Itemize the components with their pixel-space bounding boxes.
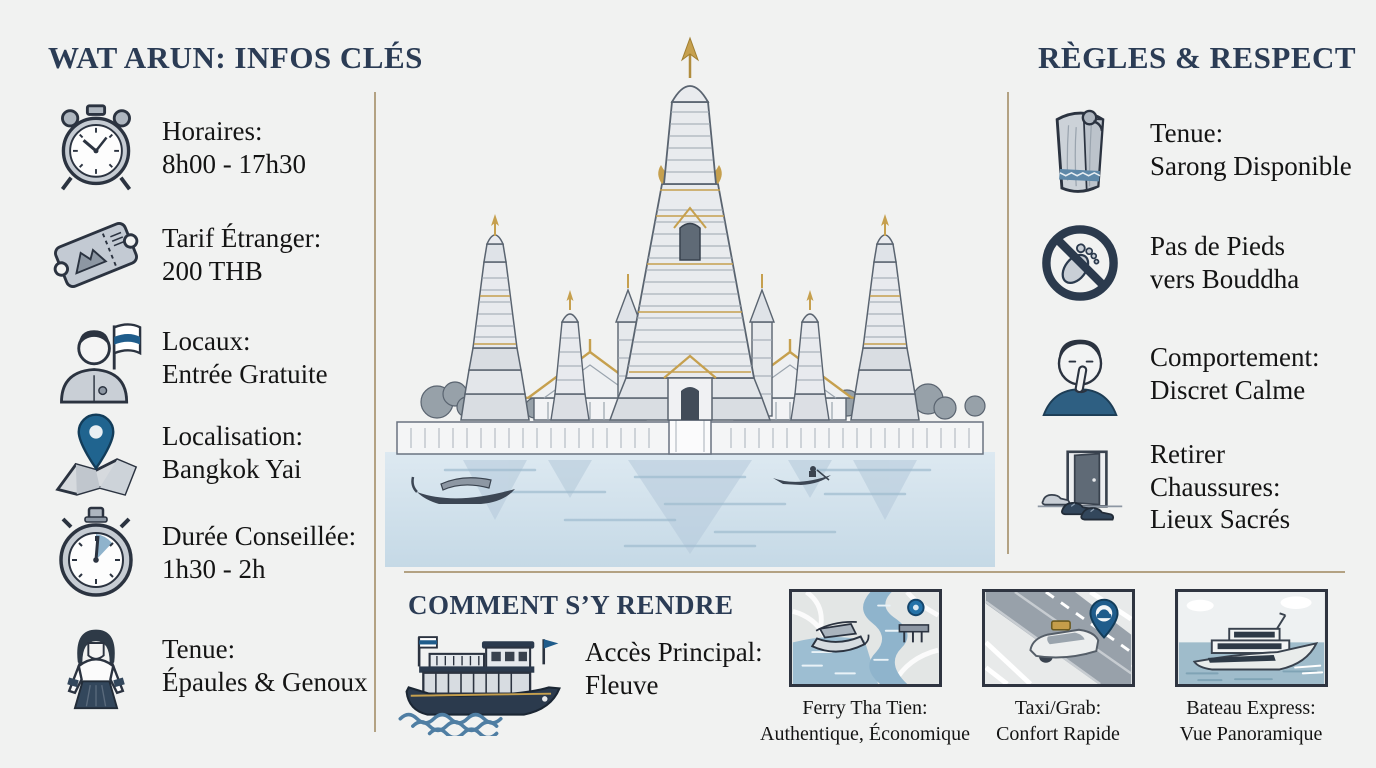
person-thai-flag-icon: [44, 308, 148, 408]
access-line: Fleuve: [585, 669, 659, 700]
rule-item-sarong: Tenue: Sarong Disponible: [1036, 100, 1352, 200]
no-feet-icon: [1036, 213, 1124, 313]
modest-dress-icon: [44, 616, 148, 716]
rule-item-comportement: Comportement: Discret Calme: [1036, 324, 1319, 424]
rule-text: Retirer Chaussures: Lieux Sacrés: [1124, 438, 1290, 537]
rule-line: Lieux Sacrés: [1150, 504, 1291, 535]
quiet-person-icon: [1036, 324, 1124, 424]
bottom-horizontal-divider: [404, 571, 1345, 573]
info-line: 200 THB: [162, 256, 263, 286]
info-line: 8h00 - 17h30: [162, 149, 306, 179]
caption-line: Authentique, Économique: [760, 722, 970, 745]
rule-line: Chaussures:: [1150, 471, 1281, 502]
wat-arun-temple-illustration: [385, 22, 995, 572]
info-text: Durée Conseillée: 1h30 - 2h: [148, 520, 356, 586]
rule-text: Tenue: Sarong Disponible: [1124, 117, 1352, 183]
express-boat-caption: Bateau Express: Vue Panoramique: [1136, 696, 1366, 747]
rule-line: Comportement:: [1150, 342, 1320, 373]
info-text: Tarif Étranger: 200 THB: [148, 222, 321, 288]
info-item-tarif: Tarif Étranger: 200 THB: [44, 205, 321, 305]
rule-item-chaussures: Retirer Chaussures: Lieux Sacrés: [1036, 432, 1290, 542]
alarm-clock-icon: [44, 98, 148, 198]
info-line: Localisation:: [162, 421, 303, 452]
info-line: 1h30 - 2h: [162, 554, 266, 584]
taxi-road-illustration: [982, 589, 1135, 687]
info-item-localisation: Localisation: Bangkok Yai: [44, 403, 303, 503]
rule-line: vers Bouddha: [1150, 264, 1300, 294]
left-vertical-divider: [374, 92, 376, 732]
caption-line: Ferry Tha Tien:: [802, 697, 928, 719]
ferry-map-illustration: [789, 589, 942, 687]
rule-line: Sarong Disponible: [1150, 151, 1352, 181]
rule-line: Pas de Pieds: [1150, 231, 1285, 262]
rule-text: Comportement: Discret Calme: [1124, 341, 1319, 407]
rule-line: Discret Calme: [1150, 375, 1306, 405]
caption-line: Confort Rapide: [996, 722, 1120, 745]
bottom-panel-title: COMMENT S’Y RENDRE: [408, 590, 734, 620]
info-item-horaires: Horaires: 8h00 - 17h30: [44, 98, 306, 198]
info-item-tenue: Tenue: Épaules & Genoux: [44, 616, 367, 716]
door-shoes-icon: [1036, 437, 1124, 537]
access-line: Accès Principal:: [585, 637, 763, 667]
info-line: Épaules & Genoux: [162, 667, 368, 697]
rule-text: Pas de Pieds vers Bouddha: [1124, 230, 1299, 296]
map-pin-icon: [44, 403, 148, 503]
info-text: Horaires: 8h00 - 17h30: [148, 115, 306, 181]
caption-line: Bateau Express:: [1186, 697, 1316, 719]
rule-line: Tenue:: [1150, 118, 1224, 149]
info-line: Bangkok Yai: [162, 454, 302, 484]
main-access-text: Accès Principal: Fleuve: [585, 636, 763, 702]
info-text: Locaux: Entrée Gratuite: [148, 325, 328, 391]
info-item-duree: Durée Conseillée: 1h30 - 2h: [44, 501, 356, 605]
caption-line: Taxi/Grab:: [1014, 697, 1102, 719]
taxi-caption: Taxi/Grab: Confort Rapide: [943, 696, 1173, 747]
info-line: Entrée Gratuite: [162, 359, 328, 389]
ferry-caption: Ferry Tha Tien: Authentique, Économique: [750, 696, 980, 747]
right-vertical-divider: [1007, 92, 1009, 554]
rule-item-no-feet: Pas de Pieds vers Bouddha: [1036, 213, 1299, 313]
ferry-boat-icon: [394, 622, 572, 741]
info-line: Horaires:: [162, 116, 263, 147]
info-text: Tenue: Épaules & Genoux: [148, 633, 367, 699]
left-panel-title: WAT ARUN: INFOS CLÉS: [48, 40, 423, 75]
info-line: Tarif Étranger:: [162, 223, 322, 254]
info-line: Locaux:: [162, 326, 251, 357]
ticket-icon: [44, 205, 148, 305]
rule-line: Retirer: [1150, 438, 1225, 469]
info-item-locaux: Locaux: Entrée Gratuite: [44, 308, 328, 408]
express-boat-illustration: [1175, 589, 1328, 687]
info-line: Tenue:: [162, 634, 236, 665]
info-text: Localisation: Bangkok Yai: [148, 420, 303, 486]
caption-line: Vue Panoramique: [1179, 722, 1323, 745]
right-panel-title: RÈGLES & RESPECT: [1038, 40, 1357, 75]
sarong-icon: [1036, 100, 1124, 200]
info-line: Durée Conseillée:: [162, 521, 357, 552]
stopwatch-icon: [44, 503, 148, 603]
